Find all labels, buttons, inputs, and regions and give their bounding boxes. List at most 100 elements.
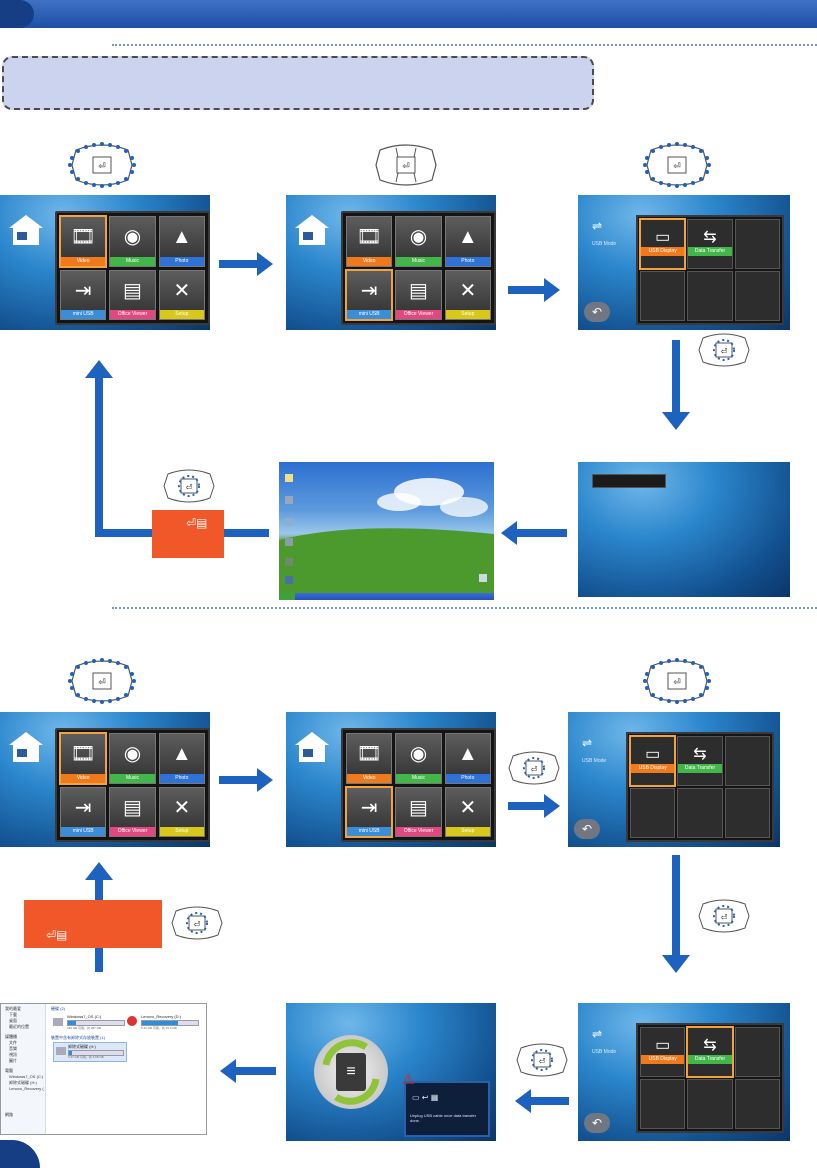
menu-tile-office-viewer[interactable]: ▤Office Viewer: [109, 269, 156, 320]
desktop-icon[interactable]: [285, 496, 293, 504]
sidebar-item[interactable]: 音樂: [9, 1046, 17, 1051]
menu-tile-setup[interactable]: ✕Setup: [158, 786, 205, 837]
start-button[interactable]: [279, 593, 295, 600]
empty-slot: [724, 736, 770, 786]
transfer-icon: ⇆: [703, 1037, 717, 1054]
menu-tile-mini-usb[interactable]: ⇥mini USB: [344, 268, 394, 321]
taskbar: [279, 593, 494, 600]
menu-tile-setup[interactable]: ✕Setup: [158, 269, 205, 320]
drive-name: Lenovo_Recovery (D:): [141, 1014, 182, 1019]
empty-slot: [677, 788, 723, 838]
svg-text:⏎: ⏎: [721, 347, 728, 356]
desktop-icon[interactable]: [285, 474, 293, 482]
drive-c[interactable]: Windows7_OS (C:) 246 GB 可用，共 287 GB: [53, 1014, 125, 1032]
tile-label: Data Transfer: [688, 1054, 732, 1064]
photo-icon: ▲: [457, 226, 478, 249]
flow-connector: [95, 529, 152, 537]
photo-icon: ▲: [171, 226, 192, 249]
note-box: [2, 56, 594, 110]
section-header: 裝置中含有卸除式存放裝置 (1): [51, 1035, 105, 1040]
transfer-icon: ⇆: [703, 229, 717, 246]
sidebar-item[interactable]: 下載: [9, 1012, 17, 1017]
tile-label: Video: [61, 773, 106, 783]
flow-arrow-down-head: [662, 412, 690, 430]
sidebar-item[interactable]: 卸除式磁碟 (H:): [9, 1080, 37, 1085]
flow-arrow-up-head: [85, 862, 113, 880]
sidebar-item[interactable]: 網路: [5, 1112, 13, 1117]
menu-tile-office-viewer[interactable]: ▤Office Viewer: [395, 786, 442, 837]
photo-icon: ▲: [171, 743, 192, 766]
menu-tile-video[interactable]: 🎞Video: [58, 215, 108, 268]
data-transfer-option[interactable]: ⇆Data Transfer: [687, 219, 733, 269]
sidebar-item[interactable]: 媒體櫃: [5, 1034, 17, 1039]
flow-connector: [224, 529, 269, 537]
menu-tile-video[interactable]: 🎞Video: [346, 733, 393, 784]
sidebar-item[interactable]: 最近的位置: [9, 1024, 29, 1029]
tile-label: Video: [347, 256, 392, 266]
flow-arrow-right: [508, 794, 560, 818]
drive-h[interactable]: 卸除式磁碟 (H:) 3.47 GB 可用，共 3.68 GB: [53, 1042, 127, 1062]
data-transfer-option[interactable]: ⇆Data Transfer: [677, 736, 723, 786]
usb-icon: ⇌: [592, 1027, 603, 1041]
drive-usage-bar: [68, 1050, 124, 1056]
desktop-icon[interactable]: [285, 538, 293, 546]
main-menu-screen: 🎞Video ◉Music ▲Photo ⇥mini USB ▤Office V…: [0, 195, 210, 330]
menu-tile-photo[interactable]: ▲Photo: [444, 216, 491, 267]
drive-name: 卸除式磁碟 (H:): [68, 1044, 96, 1049]
usb-icon: ⇌: [592, 219, 603, 233]
menu-tile-setup[interactable]: ✕Setup: [444, 786, 491, 837]
menu-tile-office-viewer[interactable]: ▤Office Viewer: [395, 269, 442, 320]
menu-tile-photo[interactable]: ▲Photo: [158, 733, 205, 784]
menu-tile-video[interactable]: 🎞Video: [346, 216, 393, 267]
sidebar-item[interactable]: 桌面: [9, 1018, 17, 1023]
sidebar-item[interactable]: 電腦: [5, 1068, 13, 1073]
sidebar-item[interactable]: 文件: [9, 1040, 17, 1045]
desktop-icon[interactable]: [285, 518, 293, 526]
menu-tile-video[interactable]: 🎞Video: [58, 732, 108, 785]
back-button[interactable]: ↶: [574, 819, 600, 839]
keypad-enter-icon: ⏎: [163, 469, 215, 503]
desktop-icon[interactable]: [285, 576, 293, 584]
sidebar-item[interactable]: Lenovo_Recovery (: [9, 1086, 44, 1091]
tile-label: Data Transfer: [678, 763, 722, 773]
desktop-icon[interactable]: [285, 558, 293, 566]
usb-display-option[interactable]: ▭USB Display: [640, 1027, 686, 1077]
keypad-enter-icon: ⏎: [698, 899, 750, 933]
menu-tile-photo[interactable]: ▲Photo: [158, 216, 205, 267]
sky-clouds: [279, 478, 494, 600]
input-icon: ⇥: [360, 796, 378, 819]
usb-display-option[interactable]: ▭USB Display: [628, 735, 677, 787]
sidebar-item[interactable]: Windows7_OS (C:): [9, 1074, 44, 1079]
svg-text:⏎: ⏎: [539, 1057, 546, 1066]
menu-tile-mini-usb[interactable]: ⇥mini USB: [60, 786, 107, 837]
menu-tile-photo[interactable]: ▲Photo: [444, 733, 491, 784]
empty-slot: [734, 271, 780, 321]
back-button[interactable]: ↶: [584, 302, 610, 322]
menu-tile-mini-usb[interactable]: ⇥mini USB: [60, 269, 107, 320]
sidebar-item[interactable]: 圖片: [9, 1058, 17, 1063]
menu-tile-office-viewer[interactable]: ▤Office Viewer: [109, 786, 156, 837]
disc-icon: ◉: [409, 743, 428, 766]
menu-tile-music[interactable]: ◉Music: [109, 216, 156, 267]
menu-tile-music[interactable]: ◉Music: [109, 733, 156, 784]
data-transfer-option[interactable]: ⇆Data Transfer: [686, 1026, 734, 1078]
menu-tile-setup[interactable]: ✕Setup: [444, 269, 491, 320]
header-tab: [0, 0, 34, 28]
input-icon: ⇥: [74, 279, 92, 302]
usb-display-option[interactable]: ▭USB Display: [638, 218, 687, 270]
menu-tile-music[interactable]: ◉Music: [395, 216, 442, 267]
menu-tile-mini-usb[interactable]: ⇥mini USB: [344, 785, 394, 838]
menu-tile-music[interactable]: ◉Music: [395, 733, 442, 784]
sidebar-item[interactable]: 視訊: [9, 1052, 17, 1057]
keypad-icon: ⏎: [375, 144, 437, 186]
back-button[interactable]: ↶: [584, 1113, 610, 1133]
sidebar-item[interactable]: 我的最爱: [5, 1006, 21, 1011]
drive-d[interactable]: Lenovo_Recovery (D:) 5.41 GB 可用，共 15.6 G…: [127, 1014, 201, 1032]
empty-slot: [640, 1079, 686, 1129]
recycle-bin-icon[interactable]: [479, 574, 487, 582]
monitor-icon: ▭: [655, 229, 671, 246]
tools-icon: ✕: [459, 279, 477, 302]
tile-label: Setup: [445, 827, 490, 836]
keypad-highlight-all-icon: ⏎: [68, 658, 136, 704]
flow-arrow-up: [95, 878, 103, 900]
